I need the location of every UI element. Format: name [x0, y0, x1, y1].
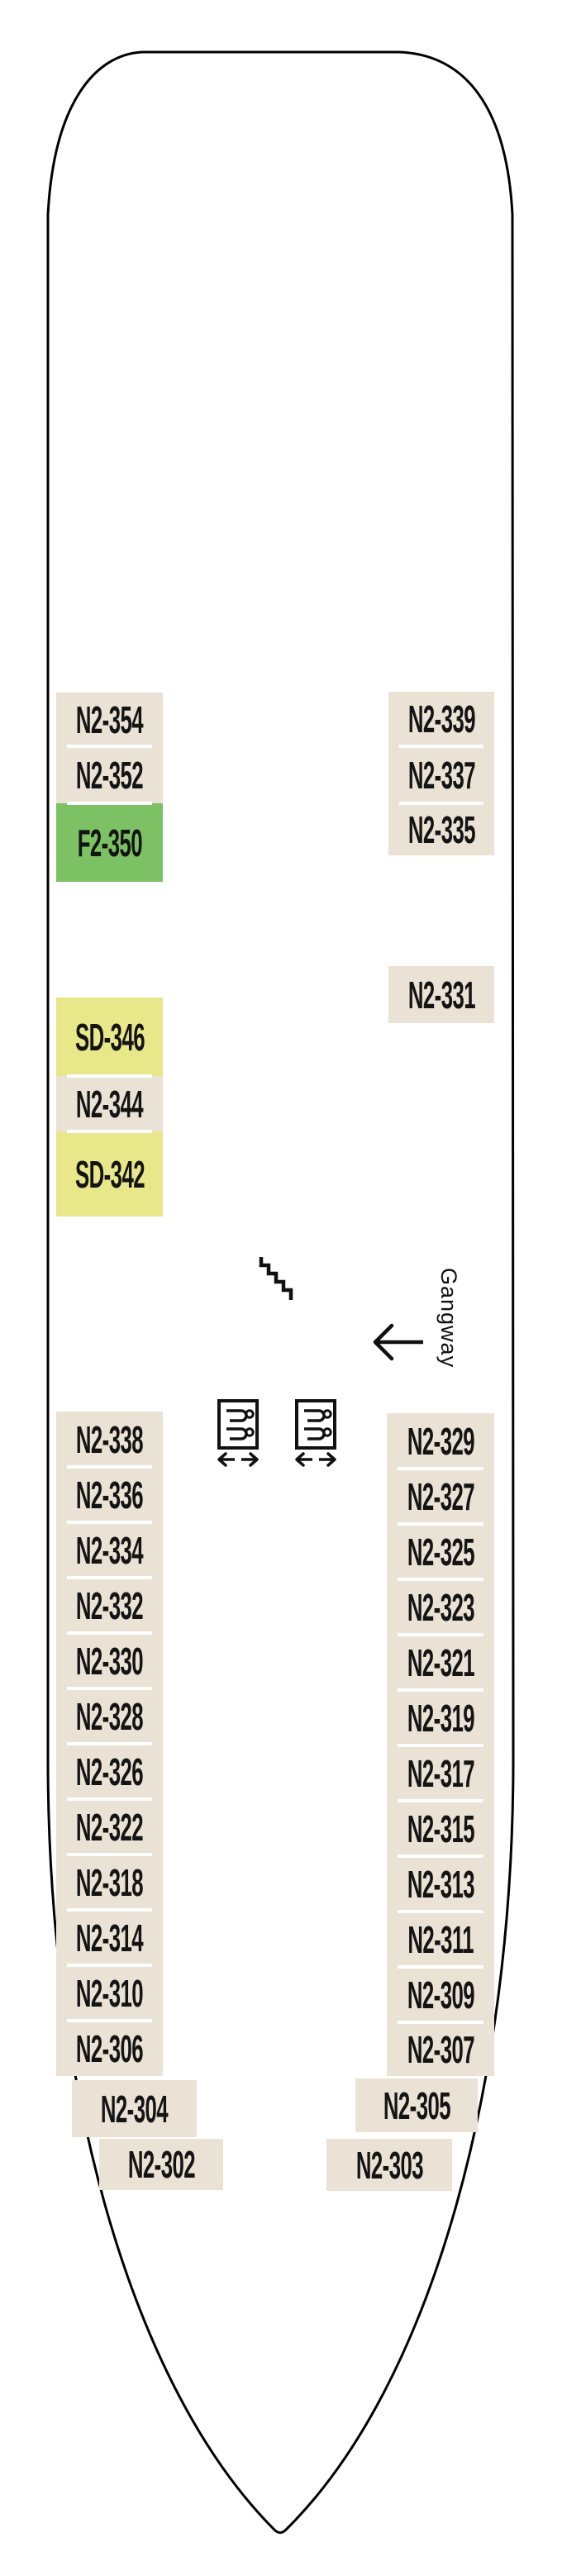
cabin-N2-302[interactable]: N2-302	[99, 2139, 223, 2190]
cabin-N2-310[interactable]: N2-310	[56, 1964, 163, 2021]
cabin-label: N2-314	[75, 1916, 144, 1959]
elevator-icon	[217, 1399, 259, 1467]
cabin-label: N2-339	[407, 698, 475, 740]
cabin-F2-350[interactable]: F2-350	[56, 802, 163, 882]
cabin-label: N2-330	[75, 1639, 144, 1683]
cabin-N2-334[interactable]: N2-334	[56, 1521, 163, 1578]
cabin-N2-307[interactable]: N2-307	[387, 2021, 494, 2076]
cabin-label: N2-329	[407, 1419, 474, 1463]
cabin-label: N2-331	[407, 973, 475, 1017]
cabin-label: N2-352	[75, 753, 144, 797]
cabin-label: N2-306	[75, 2026, 144, 2070]
cabin-N2-344[interactable]: N2-344	[56, 1074, 163, 1131]
cabin-N2-329[interactable]: N2-329	[387, 1413, 494, 1469]
cabin-label: N2-323	[407, 1585, 474, 1629]
cabin-N2-304[interactable]: N2-304	[72, 2080, 197, 2137]
cabin-block-stbd-bow-305: N2-305	[355, 2078, 478, 2132]
left-right-arrows-icon	[295, 1452, 336, 1467]
cabin-N2-317[interactable]: N2-317	[387, 1744, 494, 1801]
cabin-label: N2-321	[407, 1640, 474, 1684]
cabin-label: F2-350	[77, 821, 142, 864]
cabin-label: N2-354	[75, 698, 144, 741]
cabin-N2-325[interactable]: N2-325	[387, 1522, 494, 1579]
cabin-label: N2-311	[407, 1917, 474, 1961]
cabin-N2-311[interactable]: N2-311	[387, 1910, 494, 1967]
cabin-label: N2-327	[407, 1474, 474, 1518]
cabin-label: N2-338	[75, 1417, 144, 1461]
cabin-N2-328[interactable]: N2-328	[56, 1687, 163, 1744]
cabin-N2-315[interactable]: N2-315	[387, 1799, 494, 1856]
cabin-N2-305[interactable]: N2-305	[355, 2078, 478, 2132]
cabin-N2-319[interactable]: N2-319	[387, 1688, 494, 1745]
cabin-label: N2-337	[407, 753, 475, 797]
cabin-block-port-bow-304: N2-304	[72, 2080, 197, 2137]
cabin-label: N2-325	[407, 1530, 474, 1574]
cabin-label: N2-305	[383, 2083, 450, 2127]
cabin-label: N2-344	[75, 1082, 144, 1126]
cabin-block-stbd-bow-303: N2-303	[326, 2139, 452, 2191]
elevator-icon	[295, 1399, 336, 1467]
cabin-label: N2-303	[355, 2143, 423, 2187]
cabin-N2-330[interactable]: N2-330	[56, 1631, 163, 1688]
cabin-label: N2-302	[127, 2143, 195, 2186]
cabin-N2-327[interactable]: N2-327	[387, 1467, 494, 1524]
cabin-N2-309[interactable]: N2-309	[387, 1965, 494, 2022]
cabin-N2-338[interactable]: N2-338	[56, 1412, 163, 1467]
cabin-N2-331[interactable]: N2-331	[388, 966, 494, 1023]
cabin-label: N2-322	[75, 1805, 144, 1849]
cabin-label: N2-317	[407, 1751, 474, 1795]
cabin-N2-313[interactable]: N2-313	[387, 1855, 494, 1912]
cabin-label: N2-309	[407, 1973, 474, 2017]
cabin-label: N2-319	[407, 1696, 474, 1740]
cabin-N2-314[interactable]: N2-314	[56, 1908, 163, 1965]
cabin-label: N2-336	[75, 1473, 144, 1517]
cabin-N2-306[interactable]: N2-306	[56, 2019, 163, 2076]
cabin-N2-323[interactable]: N2-323	[387, 1578, 494, 1635]
cabin-N2-335[interactable]: N2-335	[388, 802, 494, 855]
cabin-label: N2-310	[75, 1971, 144, 2015]
cabin-label: N2-313	[407, 1862, 474, 1906]
cabin-N2-354[interactable]: N2-354	[56, 693, 163, 746]
cabin-N2-322[interactable]: N2-322	[56, 1797, 163, 1855]
cabin-label: SD-346	[74, 1015, 145, 1059]
cabin-N2-332[interactable]: N2-332	[56, 1576, 163, 1633]
cabin-N2-352[interactable]: N2-352	[56, 745, 163, 803]
cabin-label: N2-307	[407, 2027, 474, 2071]
gangway-label: Gangway	[436, 1268, 461, 1369]
cabin-N2-337[interactable]: N2-337	[388, 745, 494, 803]
cabin-label: N2-318	[75, 1860, 144, 1904]
cabin-block-port-bow-302: N2-302	[99, 2139, 223, 2190]
cabin-N2-321[interactable]: N2-321	[387, 1633, 494, 1690]
cabin-label: SD-342	[74, 1152, 145, 1196]
cabin-N2-318[interactable]: N2-318	[56, 1853, 163, 1910]
cabin-block-stbd-331: N2-331	[388, 966, 494, 1023]
cabin-label: N2-326	[75, 1750, 144, 1793]
cabin-label: N2-328	[75, 1694, 144, 1738]
cabin-N2-339[interactable]: N2-339	[388, 692, 494, 746]
cabin-SD-346[interactable]: SD-346	[56, 998, 163, 1076]
cabin-label: N2-315	[407, 1807, 474, 1850]
cabin-label: N2-304	[100, 2087, 169, 2131]
cabin-N2-336[interactable]: N2-336	[56, 1465, 163, 1522]
cabin-label: N2-335	[407, 807, 475, 851]
gangway-left-arrow-icon	[373, 1323, 423, 1361]
cabin-N2-326[interactable]: N2-326	[56, 1742, 163, 1799]
left-right-arrows-icon	[217, 1452, 259, 1467]
cabin-label: N2-332	[75, 1583, 144, 1627]
cabin-label: N2-334	[75, 1528, 144, 1572]
cabin-N2-303[interactable]: N2-303	[326, 2139, 452, 2191]
stairs-icon	[259, 1257, 293, 1300]
cabin-SD-342[interactable]: SD-342	[56, 1130, 163, 1217]
